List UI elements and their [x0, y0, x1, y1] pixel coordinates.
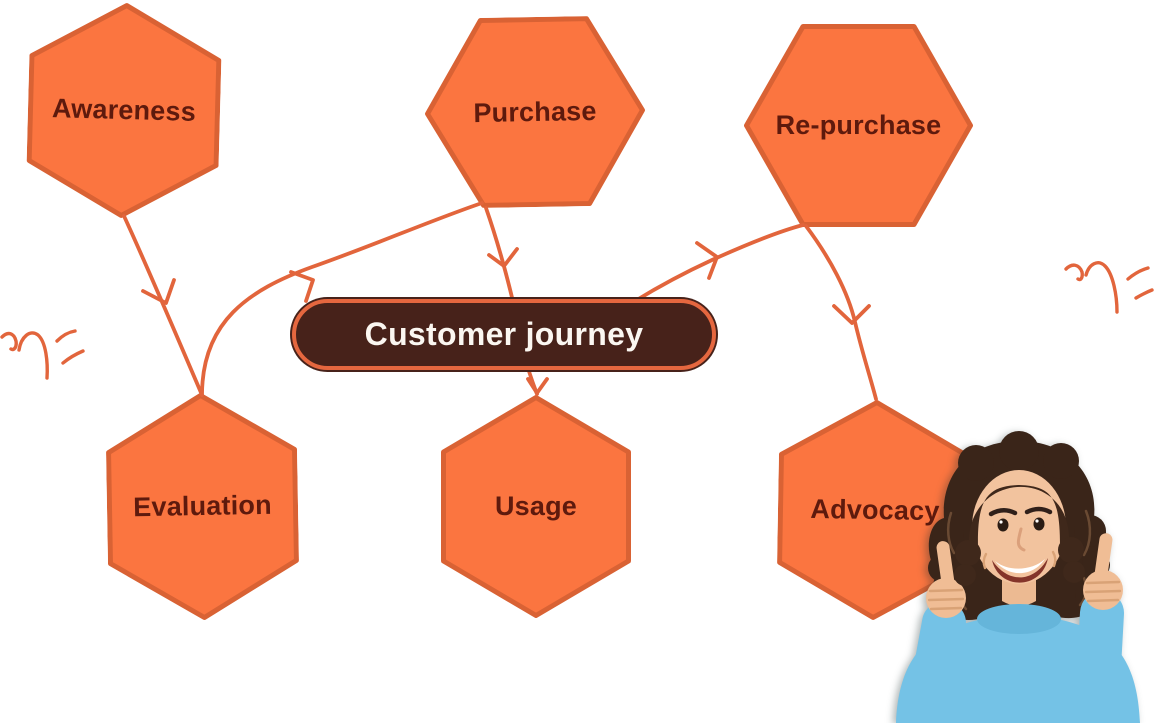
woman-thumbs-up-photo	[896, 431, 1140, 723]
stage-hexagon-awareness: Awareness	[25, 1, 223, 221]
arrow-repurchase-to-advocacy	[804, 224, 878, 401]
arrowhead-icon	[141, 278, 176, 305]
hexagon-shape	[26, 3, 222, 218]
stage-label: Usage	[494, 491, 578, 521]
hexagon-shape	[744, 24, 973, 227]
customer-journey-pill: Customer journey	[292, 299, 716, 370]
sleeve-left	[904, 601, 966, 723]
bounce-doodle-left	[0, 329, 85, 380]
arrowhead-icon	[695, 241, 719, 280]
sweater-collar	[977, 604, 1061, 634]
hexagon-shape	[425, 16, 645, 208]
stage-hexagon-repurchase: Re-purchase	[744, 24, 973, 227]
thumbs-up-left-icon	[926, 541, 966, 618]
arrow-awareness-to-evaluation	[122, 214, 204, 397]
face	[972, 470, 1066, 584]
thumbs-up-right-icon	[1083, 533, 1123, 610]
stage-label: Purchase	[473, 95, 597, 128]
stage-hexagon-purchase: Purchase	[423, 15, 646, 209]
arrowhead-icon	[487, 247, 519, 268]
hexagon-shape	[441, 395, 631, 618]
stage-label: Re-purchase	[775, 110, 942, 140]
arrowhead-icon	[526, 377, 549, 395]
stage-label: Evaluation	[132, 489, 273, 523]
sleeve-right	[1074, 591, 1124, 723]
stage-hexagon-evaluation: Evaluation	[105, 391, 300, 621]
pill-label: Customer journey	[364, 316, 644, 352]
hair-front	[954, 485, 1085, 586]
stage-label: Awareness	[51, 93, 197, 127]
stage-hexagon-usage: Usage	[441, 395, 631, 618]
bounce-doodle-right	[1064, 261, 1154, 314]
arrowhead-icon	[289, 270, 315, 303]
arrowhead-icon	[832, 304, 871, 325]
facial-features	[982, 506, 1057, 583]
hexagon-shape	[106, 393, 299, 620]
